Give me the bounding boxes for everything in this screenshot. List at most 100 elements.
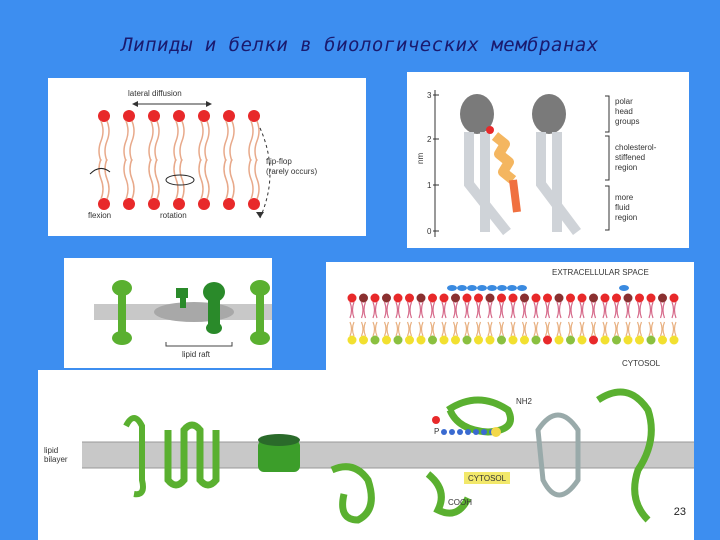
lipid-head [123, 110, 135, 122]
cytosol-tag: CYTOSOL [468, 474, 507, 483]
rarely-occurs-label: (rarely occurs) [266, 167, 317, 176]
outer-lipid-head [532, 294, 541, 303]
lipid-head [198, 110, 210, 122]
slide-title: Липиды и белки в биологических мембранах [0, 34, 720, 56]
outer-lipid-head [635, 294, 644, 303]
inner-lipid-head [647, 336, 656, 345]
inner-lipid-head [543, 336, 552, 345]
outer-lipid-head [440, 294, 449, 303]
inner-lipid-head [486, 336, 495, 345]
fluid-region-line1: more [615, 193, 634, 202]
inner-lipid-head [670, 336, 679, 345]
inner-lipid-head [532, 336, 541, 345]
inner-lipid-head [394, 336, 403, 345]
sugar-chain [477, 285, 487, 291]
inner-lipid-head [520, 336, 529, 345]
outer-lipid-head [428, 294, 437, 303]
outer-lipid-head [382, 294, 391, 303]
lipid-raft-label: lipid raft [182, 350, 211, 359]
p-label: P [434, 427, 439, 436]
polar-head-line2: head [615, 107, 633, 116]
lipid-raft-panel: lipid raft [64, 258, 272, 368]
inner-lipid-head [417, 336, 426, 345]
fluid-region-line2: fluid [615, 203, 630, 212]
lipid-head [148, 198, 160, 210]
outer-lipid-head [394, 294, 403, 303]
sugar-chain [467, 285, 477, 291]
inner-lipid-head [624, 336, 633, 345]
flexion-label: flexion [88, 211, 111, 220]
inner-lipid-head [578, 336, 587, 345]
outer-lipid-head [405, 294, 414, 303]
cholesterol-region-line1: cholesterol- [615, 143, 657, 152]
polar-head-line1: polar [615, 97, 633, 106]
outer-lipid-head [463, 294, 472, 303]
polar-head-line3: groups [615, 117, 639, 126]
outer-lipid-head [497, 294, 506, 303]
outer-lipid-head [509, 294, 518, 303]
inner-lipid-head [348, 336, 357, 345]
cholesterol-diagram: 3 2 1 0 nm polar head groups cholesterol… [407, 72, 689, 248]
inner-lipid-head [601, 336, 610, 345]
lipid-head [148, 110, 160, 122]
tick-1: 1 [427, 181, 432, 190]
lipid-head [223, 110, 235, 122]
inner-lipid-head [566, 336, 575, 345]
lipid-head [173, 198, 185, 210]
sugar-chain [487, 285, 497, 291]
lipid-head [223, 198, 235, 210]
inner-lipid-head [440, 336, 449, 345]
flip-flop-label: flip-flop [266, 157, 292, 166]
inner-lipid-head [612, 336, 621, 345]
lipid-movement-diagram: lateral diffusion flip-flop (rarely occu… [48, 78, 366, 236]
fluid-region-line3: region [615, 213, 637, 222]
inner-lipid-head [428, 336, 437, 345]
lipid-head [98, 110, 110, 122]
sugar-chain [497, 285, 507, 291]
rotation-label: rotation [160, 211, 187, 220]
inner-lipid-head [463, 336, 472, 345]
outer-lipid-head [601, 294, 610, 303]
outer-lipid-head [589, 294, 598, 303]
inner-lipid-head [359, 336, 368, 345]
asymmetric-membrane-diagram: EXTRACELLULAR SPACE CYTOSOL [326, 262, 694, 370]
lipid-head [198, 198, 210, 210]
inner-lipid-head [658, 336, 667, 345]
lateral-diffusion-label: lateral diffusion [128, 89, 182, 98]
nh2-label: NH2 [516, 397, 533, 406]
extracellular-label: EXTRACELLULAR SPACE [552, 268, 649, 277]
membrane-proteins-panel: lipid bilayer P NH2 CYTOSOL COOH 23 [38, 370, 694, 540]
sugar-chain [517, 285, 527, 291]
inner-lipid-head [497, 336, 506, 345]
inner-lipid-head [451, 336, 460, 345]
inner-lipid-head [509, 336, 518, 345]
tick-3: 3 [427, 91, 432, 100]
outer-lipid-head [371, 294, 380, 303]
lipid-raft-diagram: lipid raft [64, 258, 272, 368]
asymmetric-membrane-panel: EXTRACELLULAR SPACE CYTOSOL [326, 262, 694, 370]
tick-2: 2 [427, 135, 432, 144]
cholesterol-panel: 3 2 1 0 nm polar head groups cholesterol… [407, 72, 689, 248]
sugar-chain [457, 285, 467, 291]
lipid-movement-panel: lateral diffusion flip-flop (rarely occu… [48, 78, 366, 236]
outer-lipid-head [348, 294, 357, 303]
outer-lipid-head [451, 294, 460, 303]
tick-0: 0 [427, 227, 432, 236]
outer-lipid-head [543, 294, 552, 303]
outer-lipid-head [566, 294, 575, 303]
outer-lipid-head [474, 294, 483, 303]
lipid-head [248, 110, 260, 122]
outer-lipid-head [417, 294, 426, 303]
inner-lipid-head [555, 336, 564, 345]
inner-lipid-head [589, 336, 598, 345]
lipid-bilayer-line1: lipid [44, 446, 58, 455]
outer-lipid-head [647, 294, 656, 303]
cooh-label: COOH [448, 498, 472, 507]
page-number: 23 [674, 506, 686, 518]
outer-lipid-head [612, 294, 621, 303]
cholesterol-region-line3: region [615, 163, 637, 172]
outer-lipid-head [486, 294, 495, 303]
lipid-head [98, 198, 110, 210]
lipid-bilayer-line2: bilayer [44, 455, 68, 464]
cytosol-label: CYTOSOL [622, 359, 661, 368]
